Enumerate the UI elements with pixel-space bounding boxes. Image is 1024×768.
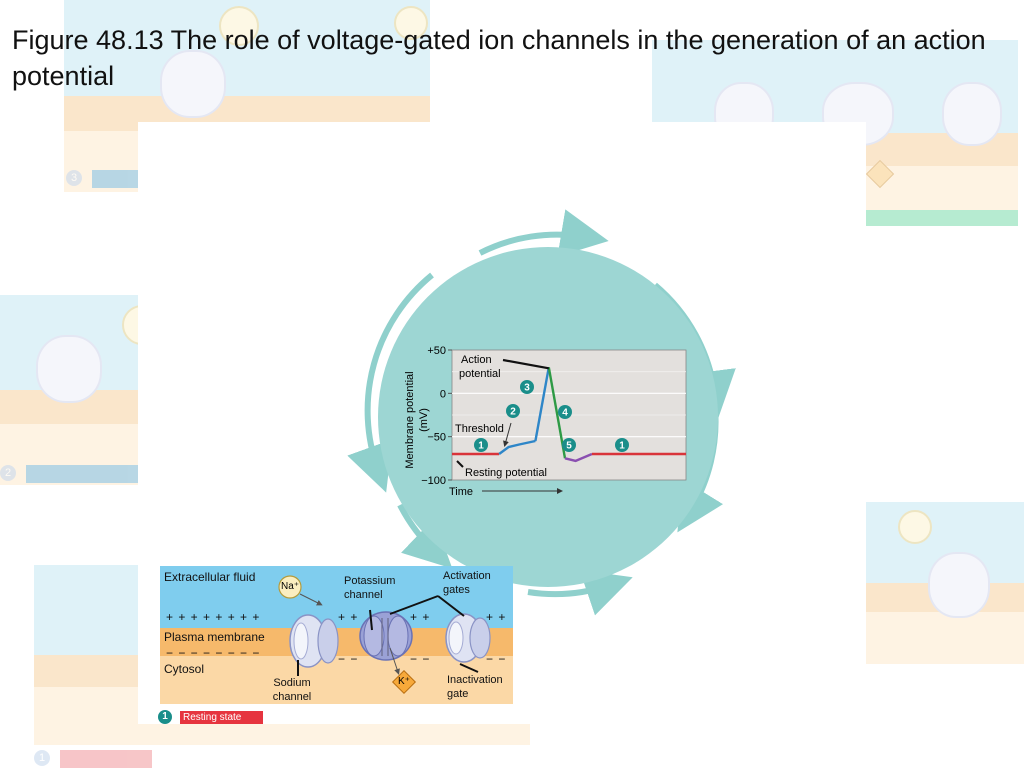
gated-channel-icon [445,613,491,663]
sodium-channel-icon [289,614,339,668]
step-number-badge: 1 [158,710,172,724]
charges-plus-right: + + [486,610,507,624]
cycle-arrow-bottom [527,569,633,616]
cycle-arrow-top [478,209,609,257]
y-tick-label: −50 [427,432,446,444]
y-tick-label: −100 [421,475,446,487]
phase-marker-label: 3 [524,383,530,394]
potassium-ion-icon [391,669,417,695]
background-panel-bottom-right [866,502,1024,664]
y-tick-label: 0 [440,388,446,400]
potassium-ion-label: K⁺ [398,676,410,687]
membrane-panel: Extracellular fluid Plasma membrane Cyto… [160,566,513,704]
phase-marker-3 [520,380,534,394]
charges-plus-mid2: + + [410,610,431,624]
charges-plus-mid: + + [338,610,359,624]
phase-marker-label: 1 [478,441,484,452]
resting-potential-leader [456,460,464,468]
action-potential-leader [502,358,550,370]
threshold-arrow [503,422,512,447]
cycle-arrow-bottom-left [397,503,453,569]
action-potential-label-line2: potential [459,368,501,380]
charges-minus-mid2: − − [410,652,431,666]
cytosol-region [160,656,513,704]
phase-marker-label: 4 [562,408,568,419]
series-phase-5-line [564,452,593,463]
potassium-channel-icon [359,611,413,661]
cytosol-label: Cytosol [164,662,205,676]
phase-marker-5 [562,438,576,452]
plasma-membrane-label: Plasma membrane [164,630,265,644]
phase-marker-4 [558,405,572,419]
x-axis-label: Time [449,486,473,498]
threshold-label: Threshold [455,423,504,435]
action-potential-label-line1: Action [461,354,492,366]
phase-marker-1 [615,438,629,452]
slide-title: Figure 48.13 The role of voltage-gated i… [12,25,986,91]
charges-plus-left: + + + + + + + + [166,610,261,624]
resting-potential-label: Resting potential [465,467,547,479]
extracellular-fluid-label: Extracellular fluid [164,570,256,584]
step-label: Resting state [180,711,263,724]
charges-minus-right: − − [486,652,507,666]
channel-illustrations [278,575,491,695]
y-axis-label-line1: Membrane potential [404,371,416,468]
sodium-ion-label: Na⁺ [280,581,300,592]
phase-marker-1 [474,438,488,452]
y-tick-label: +50 [427,345,446,357]
cycle-arrow-left [347,272,434,493]
phase-marker-2 [506,404,520,418]
charges-minus-left: − − − − − − − − [166,646,261,660]
sodium-ion-icon [278,575,323,606]
charges-minus-mid: − − [338,652,359,666]
phase-marker-label: 5 [566,441,572,452]
series-phase-2-line [498,439,536,455]
y-axis-label-line2: (mV) [418,408,430,432]
series-phase-3-line [534,367,550,442]
phase-marker-label: 2 [510,407,516,418]
phase-marker-label: 1 [619,441,625,452]
